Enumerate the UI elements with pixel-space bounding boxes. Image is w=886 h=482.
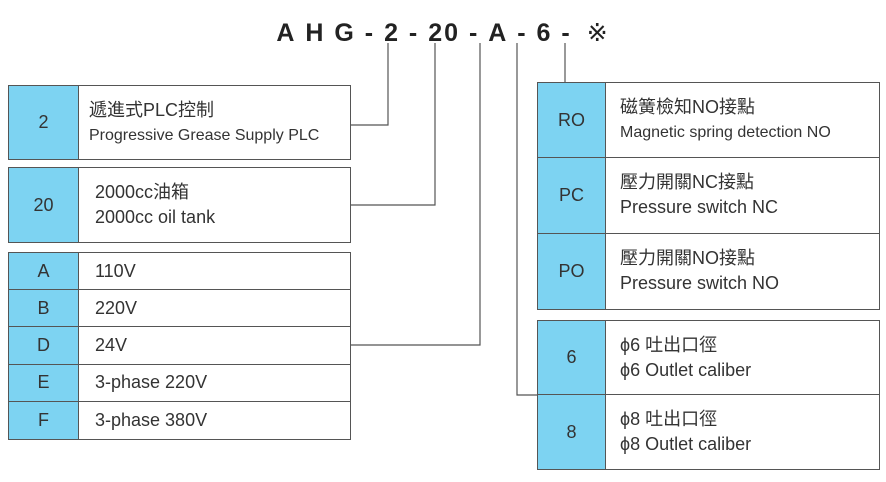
connector-outlet	[516, 43, 537, 396]
model-sep: -	[408, 19, 420, 47]
model-seg-switch: ※	[586, 19, 610, 47]
model-seg-tank: 20	[428, 19, 461, 47]
outlet-option-en: ϕ8 Outlet caliber	[620, 434, 752, 454]
voltage-option-row: E 3-phase 220V	[9, 364, 350, 402]
model-sep: -	[517, 19, 528, 47]
plc-option-desc: 遞進式PLC控制 Progressive Grease Supply PLC	[79, 86, 350, 159]
model-seg-h: H	[305, 19, 326, 47]
model-sep: -	[468, 19, 480, 47]
model-seg-outlet: 6	[536, 19, 553, 47]
outlet-option-en: ϕ6 Outlet caliber	[620, 359, 752, 380]
tank-option-code: 20	[9, 168, 79, 242]
voltage-option-code: D	[9, 327, 79, 364]
voltage-option-code: F	[9, 401, 79, 439]
plc-option-row: 2 遞進式PLC控制 Progressive Grease Supply PLC	[9, 86, 350, 159]
tank-option-table: 20 2000cc油箱 2000cc oil tank	[8, 167, 351, 243]
outlet-option-code: 6	[538, 321, 606, 394]
voltage-option-row: D 24V	[9, 327, 350, 365]
outlet-option-desc: ϕ6 吐出口徑 ϕ6 Outlet caliber	[606, 321, 879, 394]
outlet-option-zh: ϕ6 吐出口徑	[620, 334, 718, 355]
voltage-option-code: E	[9, 364, 79, 401]
outlet-option-row: 6 ϕ6 吐出口徑 ϕ6 Outlet caliber	[538, 321, 879, 395]
switch-option-code: RO	[538, 83, 606, 158]
plc-option-zh: 遞進式PLC控制	[89, 99, 215, 120]
voltage-option-code: A	[9, 253, 79, 290]
outlet-option-table: 6 ϕ6 吐出口徑 ϕ6 Outlet caliber 8 ϕ8 吐出口徑 ϕ8…	[537, 320, 880, 470]
switch-option-row: PO 壓力開關NO接點 Pressure switch NO	[538, 233, 879, 309]
switch-option-en: Magnetic spring detection NO	[620, 124, 831, 142]
switch-option-desc: 磁簧檢知NO接點 Magnetic spring detection NO	[606, 83, 879, 157]
plc-option-en: Progressive Grease Supply PLC	[89, 126, 320, 144]
outlet-option-code: 8	[538, 395, 606, 469]
switch-option-code: PC	[538, 158, 606, 233]
switch-option-en: Pressure switch NO	[620, 273, 780, 294]
switch-option-zh: 壓力開關NC接點	[620, 172, 754, 193]
voltage-option-row: A 110V	[9, 253, 350, 291]
switch-option-code: PO	[538, 233, 606, 309]
model-sep: -	[364, 19, 376, 47]
model-seg-a: A	[276, 19, 297, 47]
voltage-option-row: B 220V	[9, 290, 350, 328]
tank-option-en: 2000cc oil tank	[95, 207, 216, 227]
tank-option-row: 20 2000cc油箱 2000cc oil tank	[9, 168, 350, 242]
switch-option-table: RO 磁簧檢知NO接點 Magnetic spring detection NO…	[537, 82, 880, 310]
voltage-option-label: 110V	[95, 260, 136, 281]
switch-option-row: RO 磁簧檢知NO接點 Magnetic spring detection NO	[538, 83, 879, 159]
voltage-option-code: B	[9, 290, 79, 327]
switch-option-zh: 磁簧檢知NO接點	[620, 97, 755, 118]
connector-voltage	[350, 43, 481, 346]
switch-option-row: PC 壓力開關NC接點 Pressure switch NC	[538, 158, 879, 234]
model-code: A H G - 2 - 20 - A - 6 - ※	[250, 18, 636, 48]
switch-option-en: Pressure switch NC	[620, 197, 779, 218]
switch-option-desc: 壓力開關NO接點 Pressure switch NO	[606, 234, 879, 309]
voltage-option-table: A 110V B 220V D 24V E 3-phase 220V F 3-p…	[8, 252, 351, 440]
model-seg-voltage: A	[488, 19, 509, 47]
tank-option-desc: 2000cc油箱 2000cc oil tank	[79, 168, 350, 242]
model-seg-g: G	[334, 19, 356, 47]
switch-option-zh: 壓力開關NO接點	[620, 248, 755, 269]
outlet-option-row: 8 ϕ8 吐出口徑 ϕ8 Outlet caliber	[538, 395, 879, 469]
model-seg-plc: 2	[384, 19, 400, 47]
outlet-option-zh: ϕ8 吐出口徑	[620, 409, 718, 429]
plc-option-table: 2 遞進式PLC控制 Progressive Grease Supply PLC	[8, 85, 351, 160]
voltage-option-label: 24V	[95, 334, 128, 355]
model-sep: -	[561, 19, 572, 47]
voltage-option-label: 3-phase 380V	[95, 409, 208, 430]
voltage-option-label: 220V	[95, 297, 138, 318]
connector-plc	[350, 43, 389, 126]
connector-tank	[350, 43, 436, 206]
switch-option-desc: 壓力開關NC接點 Pressure switch NC	[606, 158, 879, 232]
plc-option-code: 2	[9, 86, 79, 159]
voltage-option-row: F 3-phase 380V	[9, 401, 350, 439]
outlet-option-desc: ϕ8 吐出口徑 ϕ8 Outlet caliber	[606, 395, 879, 469]
voltage-option-label: 3-phase 220V	[95, 372, 208, 393]
tank-option-zh: 2000cc油箱	[95, 182, 190, 202]
